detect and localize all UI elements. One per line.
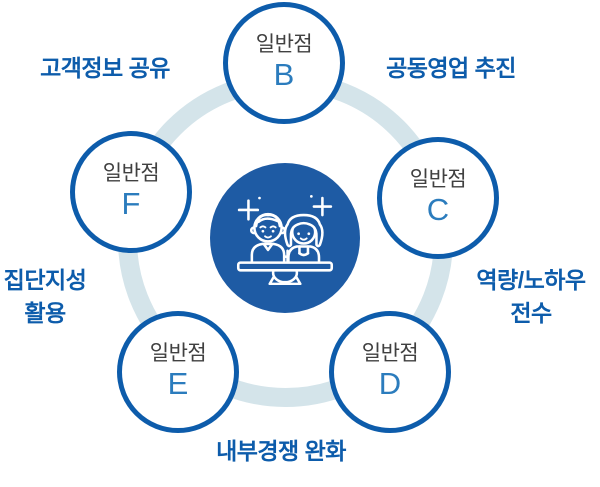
center-circle [210,163,360,313]
node-label: 일반점 [102,162,160,186]
node-letter: D [378,366,402,402]
node-letter: F [121,186,141,222]
sparkle-dot [309,194,313,198]
boy-eye [271,229,275,233]
label-joint-sales: 공동영업 추진 [386,55,516,81]
node-letter: E [167,366,189,402]
node-label: 일반점 [361,342,419,366]
label-line: 역량/노하우 [476,267,586,293]
node-label: 일반점 [255,33,313,57]
label-line: 활용 [24,300,66,326]
label-collective-intelligence: 집단지성 활용 [0,264,135,330]
table-top [236,261,334,272]
people-meeting-icon [236,194,334,285]
label-customer-info-sharing: 고객정보 공유 [40,55,170,81]
sparkle-icon [237,199,260,221]
node-letter: B [273,57,295,93]
boy-fringe [257,217,279,224]
label-line: 집단지성 [3,267,87,293]
boy-brow [259,225,277,229]
girl-eye [307,232,311,236]
node-circle-f: 일반점 F [70,131,192,253]
girl-neckline [298,252,310,257]
sparkle-icon [312,196,333,217]
boy-eye [261,229,265,233]
node-label: 일반점 [149,342,207,366]
girl-eye [297,232,300,236]
label-line: 전수 [510,300,552,326]
node-circle-d: 일반점 D [329,311,451,433]
label-capability-knowhow-transfer: 역량/노하우 전수 [441,264,600,330]
boy-collar [262,242,274,252]
girl-hair [283,213,324,248]
node-circle-c: 일반점 C [377,137,499,259]
girl-mouth [299,237,308,241]
sparkle-dot [258,196,261,200]
node-label: 일반점 [409,168,467,192]
boy-mouth [264,235,272,239]
node-circle-b: 일반점 B [223,2,345,124]
label-internal-competition-easing: 내부경쟁 완화 [216,438,346,464]
node-letter: C [426,192,450,228]
node-circle-e: 일반점 E [117,311,239,433]
